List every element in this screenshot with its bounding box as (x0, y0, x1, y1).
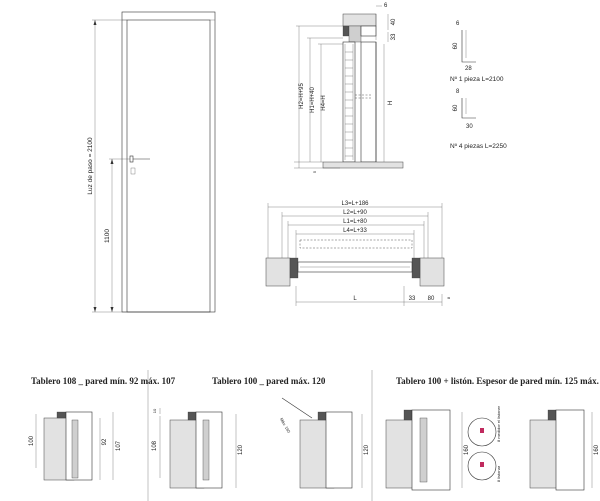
vsec-top-dim: 6 (384, 3, 388, 9)
profile2-d2: 60 (453, 104, 459, 111)
door-handle-icon (129, 155, 150, 175)
hsec-8: 8 (446, 296, 451, 299)
door-elevation: Luz de paso = 2100 1100 (87, 11, 216, 313)
detail-2-dim-b: 108 (152, 440, 158, 451)
detail-1-dim-b: 92 (102, 438, 108, 445)
hsec-l2: L2=L+90 (343, 210, 367, 216)
vsec-33-dim: 33 (391, 33, 397, 40)
detail-3-note-1: 8 medidor el listoner (496, 405, 501, 442)
vertical-section: 6 40 33 H2=H+95 H1=H+40 (294, 3, 404, 173)
profile1-d3: 28 (465, 66, 472, 72)
vsec-h4: H4=H (321, 95, 327, 111)
detail-3-dim-b: 160 (594, 444, 600, 455)
hsec-l3: L3=L+186 (341, 201, 369, 207)
detail-1-title: Tablero 108 _ pared mín. 92 máx. 107 (31, 376, 176, 386)
profile2-d1: 8 (456, 89, 460, 95)
detail-2-dim-c: 120 (238, 444, 244, 455)
detail-3: Tablero 100 + listón. Espesor de pared m… (385, 376, 600, 491)
clear-height-label: Luz de paso = 2100 (87, 137, 94, 195)
vsec-h: H (388, 101, 394, 105)
detail-1: Tablero 108 _ pared mín. 92 máx. 107 100… (29, 376, 176, 481)
profile2-note: Nº 4 piezas L=2250 (450, 143, 507, 150)
handle-height-label: 1100 (104, 229, 111, 243)
detail-3-dim-a: 160 (464, 444, 470, 455)
profile1-d1: 6 (456, 21, 460, 27)
vsec-five: 5 (312, 170, 317, 173)
profile1-note: Nº 1 pieza L=2100 (450, 76, 504, 83)
profile-1: 6 60 28 Nº 1 pieza L=2100 (450, 21, 504, 83)
hsec-l1: L1=L+80 (343, 219, 367, 225)
hsec-80: 80 (428, 296, 435, 302)
profile2-d3: 30 (466, 124, 473, 130)
detail-2-dim-a: 10 (152, 408, 157, 413)
horizontal-section: L3=L+186 L2=L+90 L1=L+80 L4=L+33 L 33 80… (265, 201, 451, 306)
hsec-l: L (353, 296, 357, 302)
profile-2: 8 60 30 Nº 4 piezas L=2250 (450, 89, 507, 150)
detail-2-dim-d: 120 (364, 444, 370, 455)
detail-3-title: Tablero 100 + listón. Espesor de pared m… (396, 376, 600, 386)
hsec-l4: L4=L+33 (343, 228, 367, 234)
hsec-33: 33 (409, 296, 416, 302)
profile1-d2: 60 (453, 42, 459, 49)
detail-2-dim-e: Máx. 160 (279, 417, 292, 434)
vsec-h1: H1=H+40 (310, 86, 316, 112)
vsec-h2: H2=H+95 (299, 82, 305, 108)
detail-1-dim-c: 107 (116, 440, 122, 451)
detail-2: Tablero 100 _ pared máx. 120 10 108 120 … (152, 376, 370, 489)
detail-3-note-2: 8 listonar (496, 465, 501, 482)
vsec-side-dim: 40 (391, 18, 397, 25)
detail-2-title: Tablero 100 _ pared máx. 120 (212, 376, 326, 386)
detail-1-dim-a: 100 (29, 435, 35, 446)
